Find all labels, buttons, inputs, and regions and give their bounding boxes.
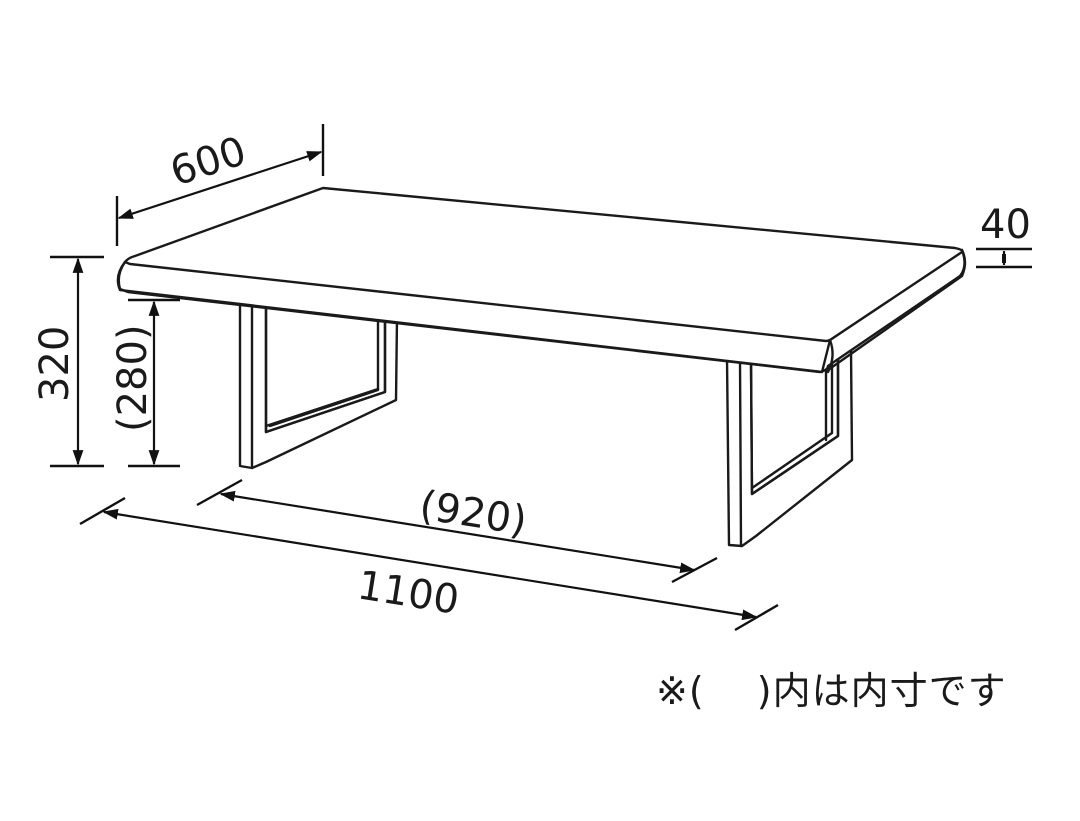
table-top <box>116 186 967 374</box>
dimension-clearance-height-label: (280) <box>110 324 156 432</box>
dimension-clearance-height: (280) <box>110 298 180 468</box>
left-leg <box>238 300 399 470</box>
dimension-inner-width: (920) <box>196 478 718 584</box>
inner-dimension-note: ※( )内は内寸です <box>656 669 1007 713</box>
dimension-top-thickness-label: 40 <box>980 202 1031 248</box>
dimension-overall-height: 320 <box>32 255 104 468</box>
dimension-overall-width-label: 1100 <box>354 562 462 623</box>
right-leg <box>725 348 854 548</box>
dimension-overall-height-label: 320 <box>32 326 78 402</box>
dimension-top-thickness: 40 <box>976 202 1032 269</box>
dimension-depth-label: 600 <box>165 128 252 195</box>
dimension-inner-width-label: (920) <box>416 482 529 544</box>
